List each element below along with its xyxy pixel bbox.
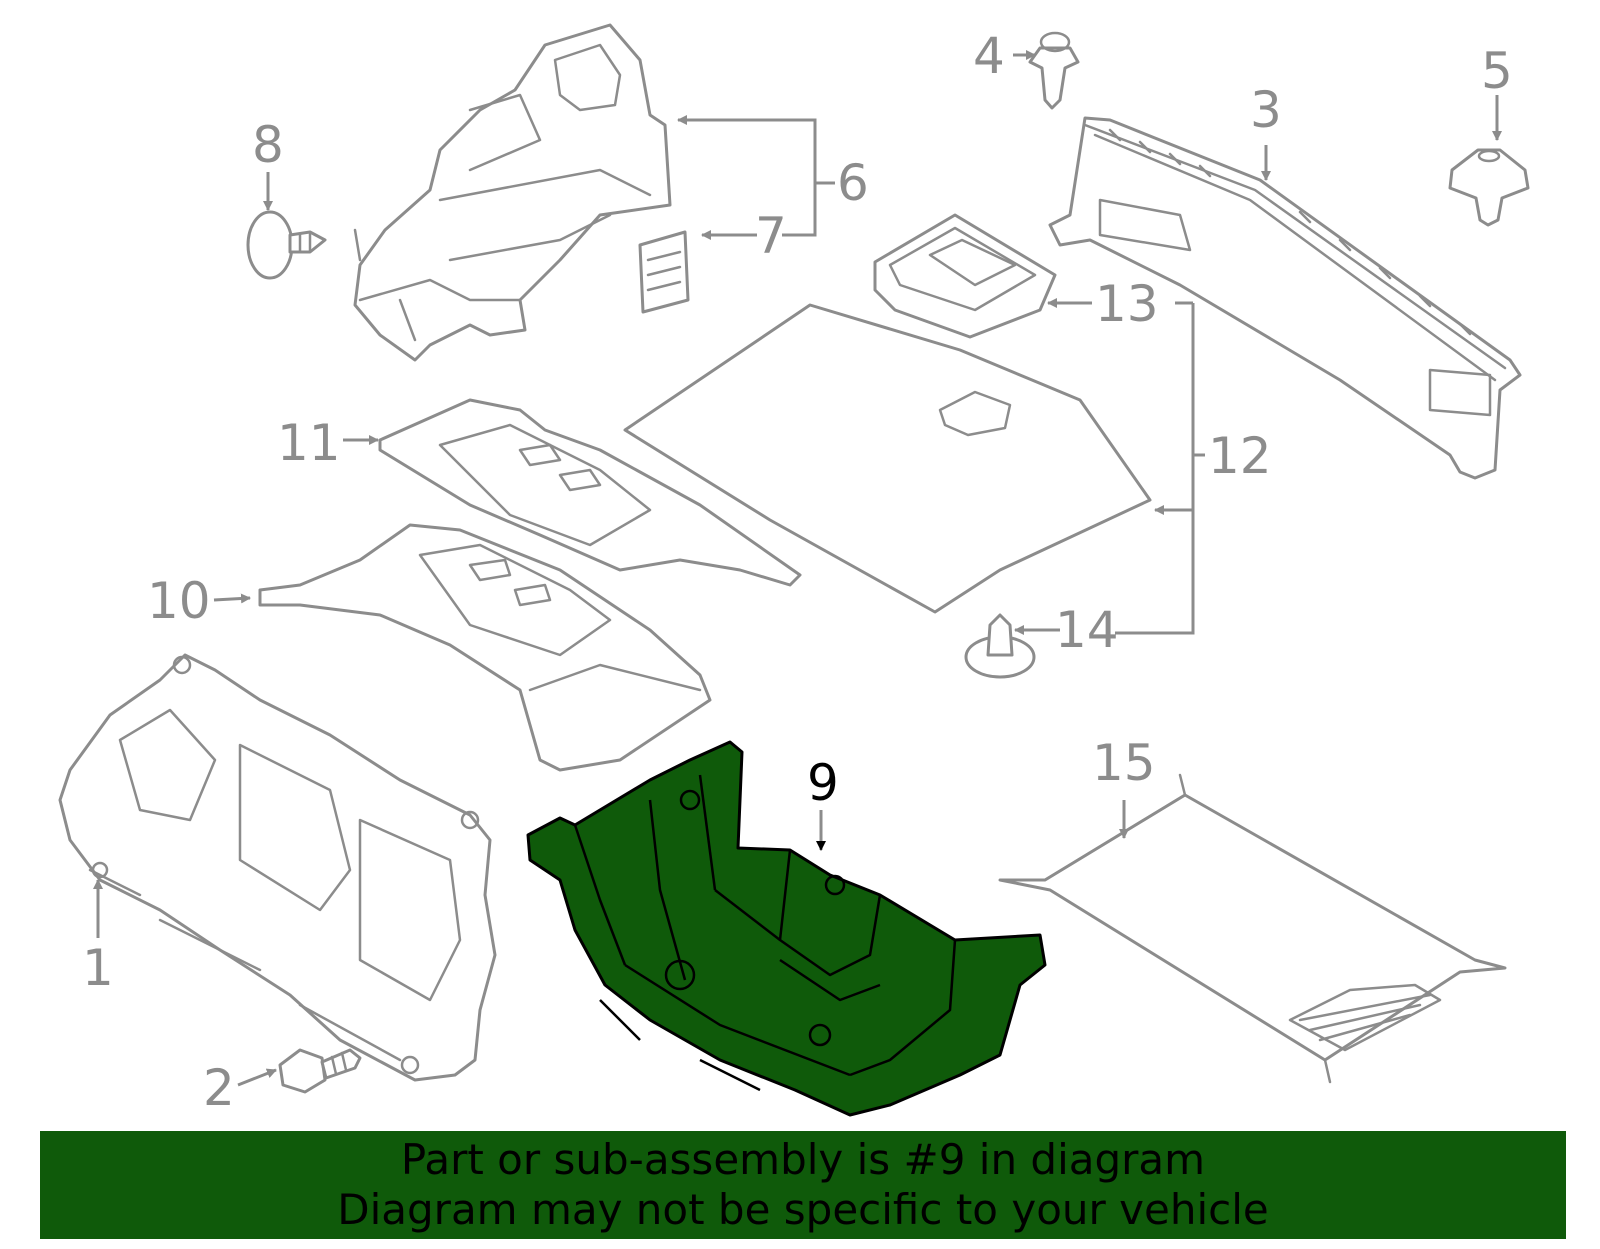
callout-12: 12 [1208, 427, 1272, 485]
callout-5: 5 [1481, 42, 1513, 100]
callout-9: 9 [807, 754, 839, 812]
part-13-cover-lid [873, 213, 1057, 339]
part-9-storage-tray [526, 740, 1047, 1117]
part-15-cargo-net [998, 773, 1507, 1084]
part-6-side-trim [353, 23, 672, 362]
banner-line-part-number: Part or sub-assembly is #9 in diagram [400, 1135, 1206, 1184]
callout-14: 14 [1055, 601, 1119, 659]
part-10-floor-panel [258, 523, 712, 772]
callout-3: 3 [1250, 81, 1282, 139]
part-2-bolt [278, 1048, 362, 1094]
callout-10: 10 [147, 572, 211, 630]
part-8-push-pin [246, 210, 327, 280]
part-1-rear-panel [58, 653, 497, 1082]
part-3-sill-trim [1048, 116, 1522, 480]
callout-1: 1 [82, 939, 114, 997]
part-14-push-pin [964, 613, 1036, 679]
part-7-clip [638, 230, 690, 314]
callout-13: 13 [1095, 275, 1159, 333]
callout-11: 11 [277, 414, 341, 472]
callout-4: 4 [973, 27, 1005, 85]
callout-labels: 1 2 3 4 5 6 7 8 9 10 11 12 13 14 15 [82, 27, 1513, 1117]
callout-7: 7 [755, 207, 787, 265]
callout-2: 2 [203, 1059, 235, 1117]
callout-15: 15 [1092, 734, 1156, 792]
callout-8: 8 [252, 116, 284, 174]
callout-6: 6 [837, 154, 869, 212]
banner-line-disclaimer: Diagram may not be specific to your vehi… [337, 1185, 1269, 1234]
info-banner: Part or sub-assembly is #9 in diagram Di… [40, 1131, 1566, 1239]
part-4-clip [1028, 31, 1080, 110]
part-12-floor-cover [623, 303, 1152, 614]
leader-lines [93, 50, 1502, 1087]
part-5-clip [1448, 148, 1530, 227]
part-11-floor-panel [378, 398, 802, 587]
